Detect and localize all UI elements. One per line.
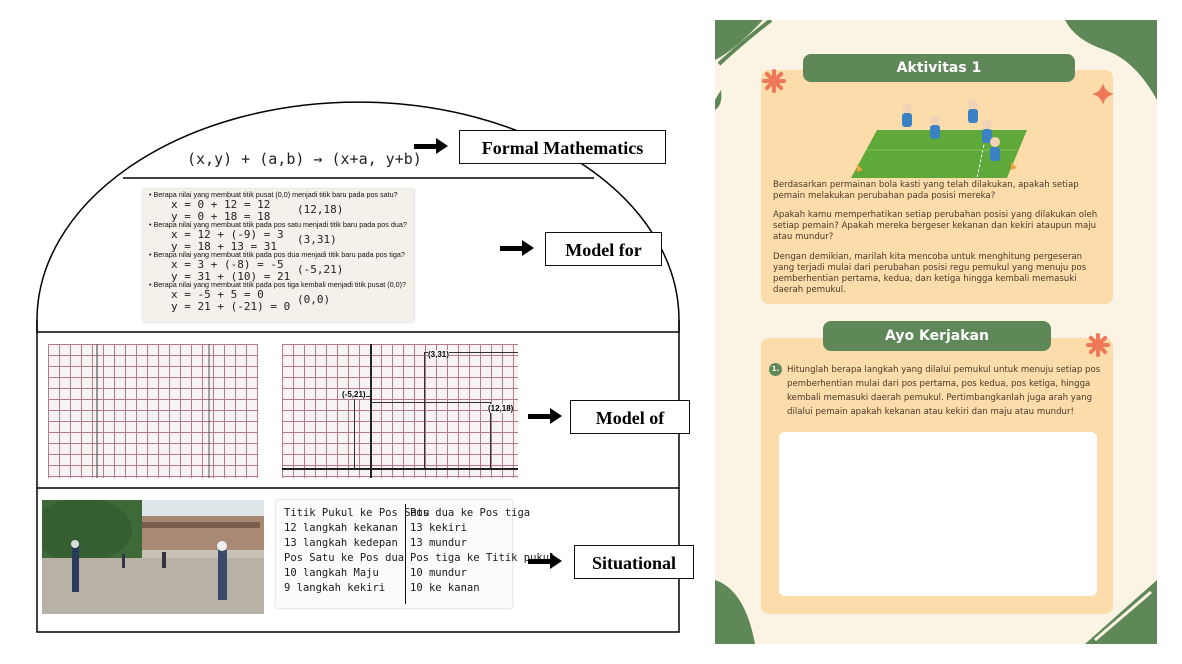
- handwritten-line: 10 mundur: [410, 567, 467, 579]
- model-for-equation-y: y = 18 + 13 = 31: [171, 240, 277, 253]
- handwritten-notes: Titik Pukul ke Pos Satu 12 langkah kekana…: [276, 500, 555, 608]
- model-for-notes: Berapa nilai yang membuat titik pusat (0…: [143, 189, 414, 322]
- model-for-question: Berapa nilai yang membuat titik pada pos…: [149, 251, 408, 259]
- model-for-equation-y: y = 0 + 18 = 18: [171, 210, 271, 223]
- schoolyard-photo: [42, 500, 264, 614]
- grid-paper-plotted: (3,31) (-5,21) (12,18): [282, 344, 518, 478]
- iceberg-outline: [36, 101, 680, 633]
- activity-title: Aktivitas 1: [803, 54, 1075, 82]
- work-title: Ayo Kerjakan: [823, 321, 1051, 351]
- model-for-equation-x: x = 0 + 12 = 12: [171, 198, 271, 211]
- handwritten-line: 9 langkah kekiri: [284, 582, 386, 594]
- model-for-question: Berapa nilai yang membuat titik pusat (0…: [149, 191, 408, 199]
- handwritten-line: 10 ke kanan: [410, 582, 480, 594]
- model-for-question: Berapa nilai yang membuat titik pada pos…: [149, 281, 408, 289]
- model-for-result: (0,0): [297, 293, 331, 306]
- coral-plus-icon: [1092, 83, 1114, 105]
- grid-point-label-3: (12,18): [488, 404, 514, 413]
- activity-card: [761, 70, 1113, 304]
- handwritten-line: Pos dua ke Pos tiga: [410, 507, 531, 519]
- worksheet-page: Aktivitas 1 Berdasarkan permainan bola k…: [715, 20, 1157, 644]
- model-for-result: (12,18): [297, 203, 344, 216]
- arrow-model-of: [528, 408, 562, 424]
- model-for-result: (-5,21): [297, 263, 344, 276]
- answer-box[interactable]: [779, 432, 1097, 596]
- coral-flower-icon-2: [1086, 333, 1110, 357]
- handwritten-line: 13 kekiri: [410, 522, 467, 534]
- activity-paragraph-1: Berdasarkan permainan bola kasti yang te…: [773, 180, 1079, 201]
- task-number-badge: 1.: [769, 363, 782, 376]
- model-for-equation-x: x = -5 + 5 = 0: [171, 288, 264, 301]
- activity-paragraph-2: Apakah kamu memperhatikan setiap perubah…: [773, 210, 1098, 242]
- handwritten-line: 13 mundur: [410, 537, 467, 549]
- label-situational: Situational: [574, 545, 694, 579]
- arrow-formal: [414, 138, 448, 154]
- label-model-of: Model of: [570, 400, 690, 434]
- model-for-equation-y: y = 21 + (-21) = 0: [171, 300, 291, 313]
- handwritten-line: Pos tiga ke Titik pukul: [410, 552, 556, 564]
- model-for-result: (3,31): [297, 233, 337, 246]
- model-for-equation-x: x = 3 + (-8) = -5: [171, 258, 284, 271]
- handwritten-line: Titik Pukul ke Pos Satu: [284, 507, 430, 519]
- coral-flower-icon: [762, 69, 786, 93]
- task-text: Hitunglah berapa langkah yang dilalui pe…: [787, 365, 1101, 417]
- handwritten-line: 12 langkah kekanan: [284, 522, 398, 534]
- model-for-question: Berapa nilai yang membuat titik pada pos…: [149, 221, 408, 229]
- grid-paper-empty: [48, 344, 258, 478]
- grid-point-label-1: (3,31): [428, 350, 449, 359]
- arrow-model-for: [500, 240, 534, 256]
- handwritten-line: Pos Satu ke Pos dua: [284, 552, 405, 564]
- label-formal-mathematics: Formal Mathematics: [459, 130, 666, 164]
- arrow-situational: [528, 553, 562, 569]
- model-for-equation-x: x = 12 + (-9) = 3: [171, 228, 284, 241]
- grid-point-label-2: (-5,21): [342, 390, 366, 399]
- label-model-for: Model for: [545, 232, 662, 266]
- leaf-decorations: [715, 20, 1157, 644]
- activity-paragraph-3: Dengan demikian, marilah kita mencoba un…: [773, 252, 1087, 295]
- model-for-equation-y: y = 31 + (10) = 21: [171, 270, 291, 283]
- handwritten-line: 10 langkah Maju: [284, 567, 379, 579]
- formal-formula: (x,y) + (a,b) → (x+a, y+b): [187, 150, 422, 168]
- kasti-field-illustration: [851, 99, 1027, 179]
- handwritten-line: 13 langkah kedepan: [284, 537, 398, 549]
